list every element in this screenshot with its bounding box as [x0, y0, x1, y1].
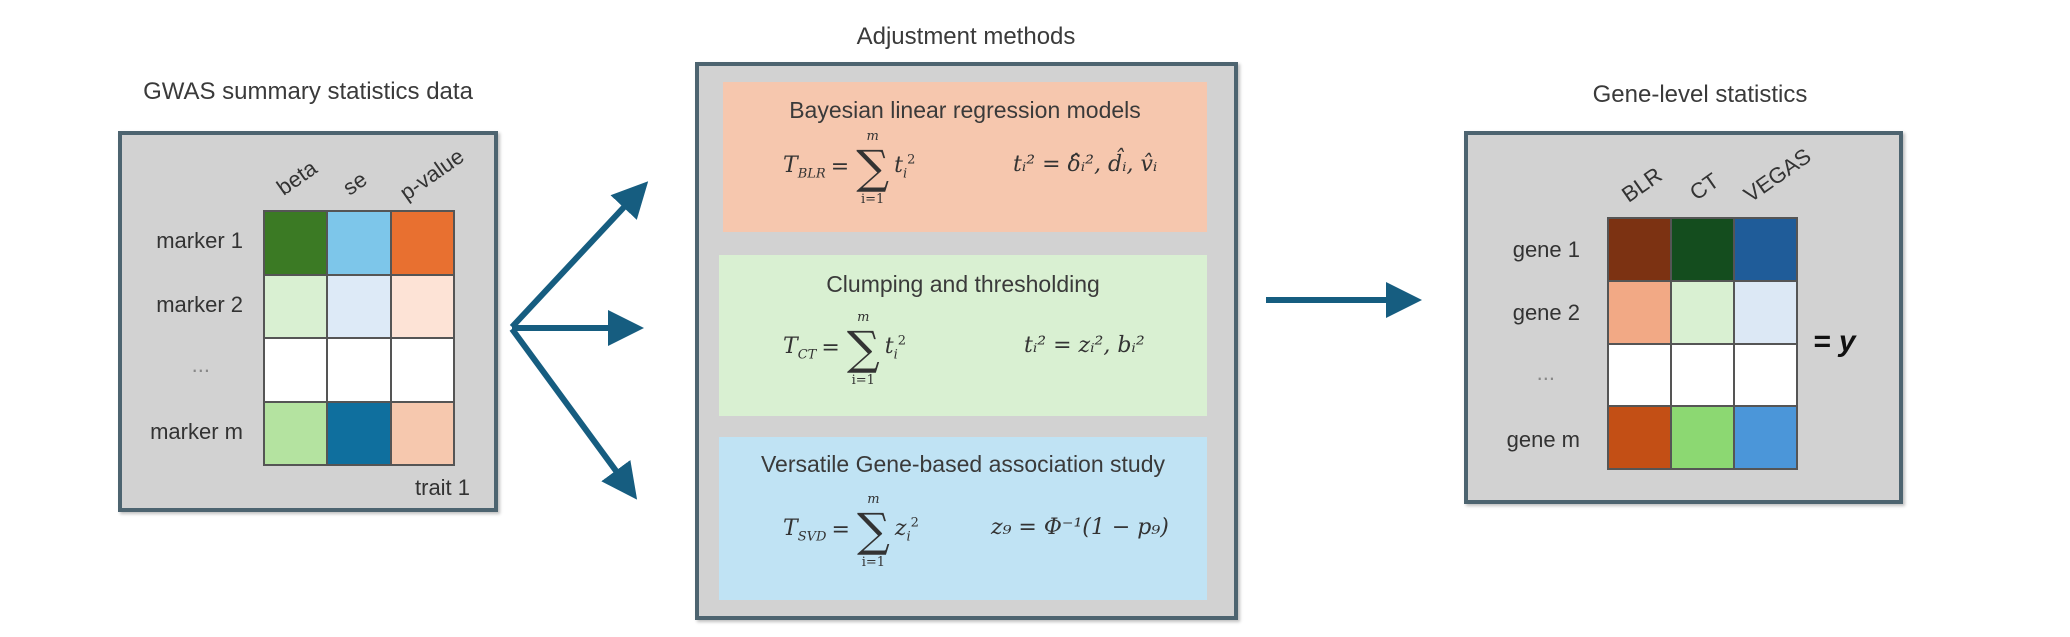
sum-term-sub: i — [902, 166, 908, 182]
arrow-up — [509, 181, 649, 330]
sum-term-sub: i — [906, 529, 911, 545]
sum-upper-limit: m — [857, 310, 870, 325]
gwas-cell-r1-c2 — [328, 212, 390, 274]
methods-title: Adjustment methods — [856, 23, 1076, 50]
equals-y-label: = y — [1813, 325, 1856, 359]
gwas-cell-r3-c1 — [265, 339, 327, 401]
gwas-cell-r4-c1 — [265, 402, 327, 464]
row-label-ellipsis: ... — [1536, 360, 1555, 385]
definition-text: tᵢ² = δ̂ᵢ², d̂ᵢ, v̂ᵢ — [1013, 152, 1158, 177]
gene-heatmap — [1607, 217, 1798, 470]
gene-cell-r3-c2 — [1672, 344, 1733, 406]
row-label-marker-2: marker 2 — [156, 292, 243, 317]
sum-upper-limit: m — [866, 129, 879, 144]
sum-lower-limit: i=1 — [861, 555, 886, 570]
formula-symbol: T — [783, 515, 798, 541]
method-vegas-title: Versatile Gene-based association study — [760, 451, 1166, 477]
method-ct-definition: tᵢ² = zᵢ², bᵢ² — [1024, 333, 1145, 358]
gene-cell-r1-c3 — [1735, 219, 1796, 280]
sum-term: t — [894, 152, 903, 178]
gene-cell-r3-c3 — [1735, 344, 1796, 406]
arrow-down — [509, 327, 638, 500]
method-blr-title: Bayesian linear regression models — [789, 97, 1141, 123]
gene-cell-r1-c1 — [1609, 219, 1670, 280]
row-label-gene-2: gene 2 — [1512, 300, 1580, 325]
row-label-gene-1: gene 1 — [1512, 237, 1580, 262]
equals-y-text: = y — [1813, 325, 1856, 358]
sum-term-sup: 2 — [897, 333, 907, 349]
gwas-cell-r1-c1 — [265, 212, 327, 274]
sum-lower-limit: i=1 — [851, 373, 875, 388]
formula-symbol: T — [783, 333, 798, 359]
definition-text: z₉ = Φ⁻¹(1 − p₉) — [991, 515, 1169, 540]
method-vegas-definition: z₉ = Φ⁻¹(1 − p₉) — [991, 515, 1169, 540]
row-label-marker-m: marker m — [150, 419, 243, 444]
gene-cell-r2-c2 — [1672, 281, 1733, 343]
formula-subscript: CT — [797, 347, 817, 363]
gene-cell-r4-c1 — [1609, 407, 1670, 468]
gwas-cell-r2-c3 — [391, 275, 453, 337]
sum-term: t — [884, 333, 894, 359]
sum-term: z — [894, 515, 907, 541]
gwas-cell-r4-c3 — [391, 402, 453, 464]
formula-symbol: T — [783, 152, 798, 178]
gene-cell-r4-c2 — [1672, 407, 1733, 468]
gwas-cell-r2-c2 — [328, 275, 390, 337]
gwas-cell-r1-c3 — [391, 212, 453, 274]
gwas-cell-r3-c2 — [328, 339, 390, 401]
row-label-gene-m: gene m — [1506, 427, 1580, 452]
gwas-cell-r3-c3 — [391, 339, 453, 401]
sum-upper-limit: m — [867, 492, 880, 507]
sum-lower-limit: i=1 — [860, 192, 885, 207]
row-label-marker-1: marker 1 — [156, 228, 243, 253]
gwas-heatmap — [263, 210, 455, 466]
gene-cell-r2-c3 — [1735, 281, 1796, 343]
gene-cell-r2-c1 — [1609, 281, 1670, 343]
row-label-ellipsis: ... — [191, 352, 210, 377]
sum-term-sup: 2 — [907, 152, 916, 168]
method-vegas: Versatile Gene-based association study T… — [719, 437, 1207, 600]
gene-cell-r1-c2 — [1672, 219, 1733, 280]
gene-stats-title: Gene-level statistics — [1592, 81, 1808, 108]
sum-term-sup: 2 — [910, 515, 919, 531]
method-blr: Bayesian linear regression models TBLR =… — [723, 82, 1207, 232]
formula-subscript: BLR — [797, 166, 826, 182]
method-blr-definition: tᵢ² = δ̂ᵢ², d̂ᵢ, v̂ᵢ — [1013, 152, 1157, 177]
gwas-cell-r4-c2 — [328, 402, 390, 464]
gwas-title: GWAS summary statistics data — [143, 78, 473, 105]
method-ct-title: Clumping and thresholding — [826, 271, 1100, 297]
sum-term-sub: i — [893, 347, 898, 363]
formula-subscript: SVD — [797, 529, 827, 545]
definition-text: tᵢ² = zᵢ², bᵢ² — [1024, 333, 1145, 358]
trait-label: trait 1 — [415, 475, 471, 500]
gwas-cell-r2-c1 — [265, 275, 327, 337]
gene-cell-r4-c3 — [1735, 407, 1796, 468]
gene-cell-r3-c1 — [1609, 344, 1670, 406]
